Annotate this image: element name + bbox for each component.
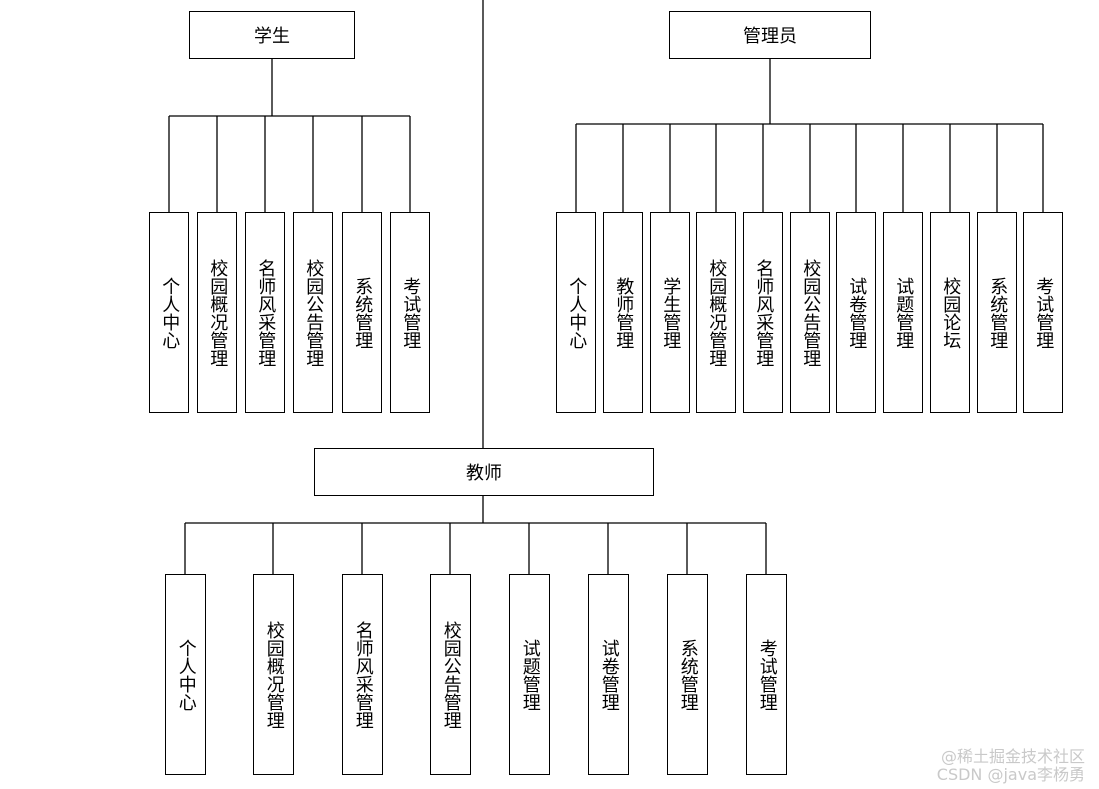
teacher-module-box: 系统管理 [667, 574, 708, 775]
teacher-module-label: 校园公告管理 [440, 620, 462, 729]
teacher-module-label: 试卷管理 [598, 638, 620, 711]
admin-module-label: 试卷管理 [846, 276, 868, 349]
admin-module-label: 个人中心 [566, 276, 588, 349]
admin-module-label: 名师风采管理 [753, 258, 775, 367]
student-module-label: 系统管理 [352, 276, 374, 349]
student-module-label: 校园公告管理 [303, 258, 325, 367]
admin-module-box: 考试管理 [1023, 212, 1063, 413]
teacher-module-label: 名师风采管理 [352, 620, 374, 729]
admin-module-label: 校园公告管理 [800, 258, 822, 367]
admin-module-label: 考试管理 [1033, 276, 1055, 349]
admin-module-box: 校园概况管理 [696, 212, 736, 413]
teacher-module-box: 名师风采管理 [342, 574, 383, 775]
teacher-module-box: 试卷管理 [588, 574, 629, 775]
watermark-line-2: CSDN @java李杨勇 [936, 765, 1085, 784]
student-module-box: 个人中心 [149, 212, 189, 413]
student-module-box: 考试管理 [390, 212, 430, 413]
teacher-module-box: 个人中心 [165, 574, 206, 775]
teacher-module-box: 校园概况管理 [253, 574, 294, 775]
teacher-module-label: 考试管理 [756, 638, 778, 711]
role-label-student: 学生 [254, 26, 290, 47]
student-module-box: 校园公告管理 [293, 212, 333, 413]
teacher-module-label: 试题管理 [519, 638, 541, 711]
role-box-teacher: 教师 [314, 448, 654, 496]
teacher-module-label: 校园概况管理 [263, 620, 285, 729]
role-label-admin: 管理员 [743, 26, 797, 47]
admin-module-box: 学生管理 [650, 212, 690, 413]
admin-module-box: 系统管理 [977, 212, 1017, 413]
watermark-line-1: @稀土掘金技术社区 [940, 747, 1085, 766]
student-module-box: 系统管理 [342, 212, 382, 413]
admin-module-box: 校园公告管理 [790, 212, 830, 413]
teacher-module-box: 校园公告管理 [430, 574, 471, 775]
student-module-box: 校园概况管理 [197, 212, 237, 413]
role-box-admin: 管理员 [669, 11, 871, 59]
role-label-teacher: 教师 [466, 463, 502, 484]
watermark: @稀土掘金技术社区 CSDN @java李杨勇 [937, 748, 1085, 784]
admin-module-box: 试题管理 [883, 212, 923, 413]
student-module-box: 名师风采管理 [245, 212, 285, 413]
student-module-label: 个人中心 [159, 276, 181, 349]
admin-module-label: 校园论坛 [940, 276, 962, 349]
student-module-label: 名师风采管理 [255, 258, 277, 367]
teacher-module-box: 考试管理 [746, 574, 787, 775]
admin-module-label: 系统管理 [987, 276, 1009, 349]
admin-module-label: 试题管理 [893, 276, 915, 349]
role-box-student: 学生 [189, 11, 355, 59]
teacher-module-box: 试题管理 [509, 574, 550, 775]
admin-module-box: 试卷管理 [836, 212, 876, 413]
admin-module-label: 教师管理 [613, 276, 635, 349]
admin-module-label: 学生管理 [660, 276, 682, 349]
student-module-label: 校园概况管理 [207, 258, 229, 367]
admin-module-box: 个人中心 [556, 212, 596, 413]
admin-module-box: 名师风采管理 [743, 212, 783, 413]
admin-module-label: 校园概况管理 [706, 258, 728, 367]
student-module-label: 考试管理 [400, 276, 422, 349]
teacher-module-label: 个人中心 [175, 638, 197, 711]
admin-module-box: 教师管理 [603, 212, 643, 413]
admin-module-box: 校园论坛 [930, 212, 970, 413]
teacher-module-label: 系统管理 [677, 638, 699, 711]
